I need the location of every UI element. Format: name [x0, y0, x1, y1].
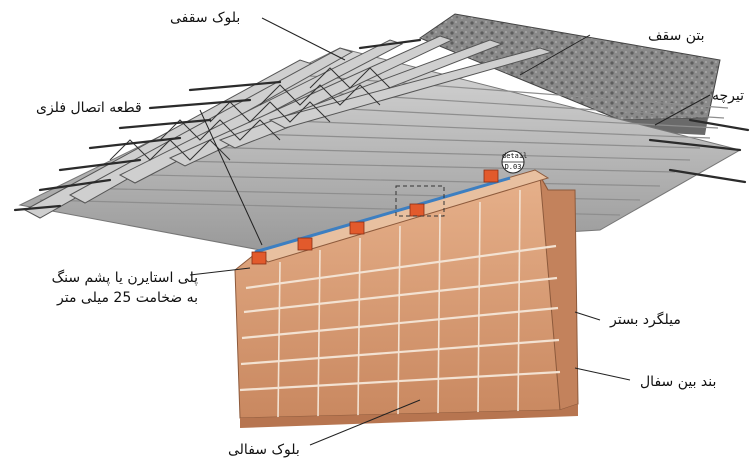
- label-clay-block: بلوک سفالی: [228, 442, 300, 458]
- label-insulation: پلی استایرن یا پشم سنگ به ضخامت 25 میلی …: [8, 268, 198, 309]
- leader-lines: [189, 17, 711, 446]
- label-roof-concrete: بتن سقف: [648, 28, 705, 44]
- label-rebar: میلگرد بستر: [610, 312, 681, 328]
- detail-tag-code: D.03: [504, 163, 522, 171]
- metal-connectors: [251, 169, 499, 265]
- clay-block-wall: [234, 169, 579, 428]
- detail-box: [395, 185, 445, 217]
- insulation-strip: [254, 176, 511, 254]
- detail-tag-title: detail: [502, 152, 528, 160]
- label-roof-block: بلوک سقفی: [170, 10, 241, 26]
- label-joist: تیرچه: [712, 88, 745, 104]
- label-insulation-line2: به ضخامت 25 میلی متر: [57, 290, 198, 307]
- truss-webs: [109, 67, 391, 161]
- label-clay-bond: بند بین سفال: [640, 374, 717, 390]
- rebar-rods: [13, 38, 750, 212]
- label-metal-connector: قطعه اتصال فلزی: [36, 100, 142, 116]
- label-insulation-line1: پلی استایرن یا پشم سنگ: [51, 270, 198, 286]
